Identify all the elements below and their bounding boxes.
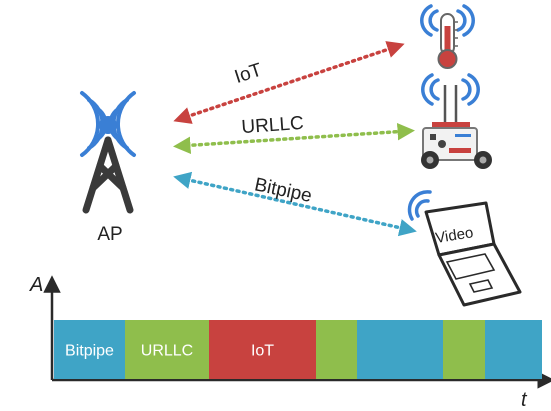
timeline-slot-bitpipe: [357, 320, 443, 379]
iot-link-label: IoT: [232, 59, 265, 88]
iot-link-arrow: [173, 41, 405, 124]
timeline-slot-bitpipe: [54, 320, 125, 379]
timeline-slot-urllc: [316, 320, 357, 379]
timeline-slot-label: Bitpipe: [65, 343, 114, 360]
timeline-slot-urllc: [443, 320, 485, 379]
bitpipe-link-arrow: [173, 171, 417, 237]
timeline-slot-iot: [209, 320, 316, 379]
ap-label: AP: [97, 224, 122, 245]
robot-icon: [421, 73, 492, 169]
urllc-link-arrow: [173, 122, 415, 155]
thermometer-icon: [420, 4, 475, 69]
tower-structure: [82, 136, 134, 214]
thermometer-signal-waves: [420, 4, 475, 37]
y-axis-label: A: [29, 274, 43, 296]
timeline-slot-label: URLLC: [141, 343, 193, 360]
urllc-link-label: URLLC: [241, 113, 305, 138]
timeline-slot-bitpipe: [485, 320, 542, 379]
laptop-icon: Video: [407, 190, 522, 307]
laptop-screen-text: Video: [434, 224, 474, 247]
laptop-signal-waves: [407, 190, 432, 221]
x-axis-label: t: [521, 389, 528, 411]
resource-timeline: Bitpipe URLLC IoT: [54, 320, 542, 379]
laptop-keyboard: [437, 242, 522, 307]
timeline-slot-label: IoT: [251, 343, 274, 360]
timeline-slot-urllc: [125, 320, 209, 379]
antenna-tower-icon: [80, 91, 136, 214]
ap-node: [99, 116, 117, 134]
robot-signal-waves: [421, 73, 480, 106]
